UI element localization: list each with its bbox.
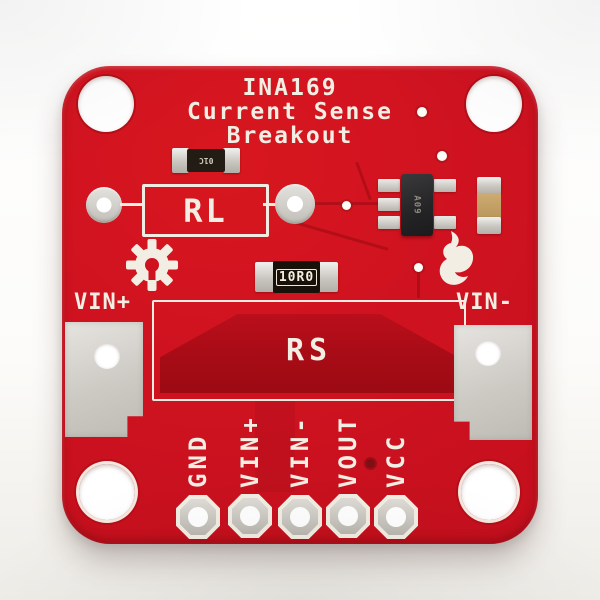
resistor-end-cap xyxy=(317,262,338,292)
rs-outline-box: RS xyxy=(152,300,466,401)
copper-trace xyxy=(417,266,420,298)
copper-trace xyxy=(355,161,372,201)
via-dot-dark xyxy=(366,459,375,468)
silkscreen-wire xyxy=(263,203,277,206)
mounting-hole-top-left xyxy=(78,76,134,132)
pin-label-vout: VOUT xyxy=(334,414,362,488)
via-dot xyxy=(417,107,427,117)
silkscreen-wire xyxy=(120,203,144,206)
edge-pad-vin-plus xyxy=(65,322,143,437)
through-hole-pad-rl-left xyxy=(86,187,122,223)
pin-label-gnd: GND xyxy=(184,432,212,488)
ic-pin xyxy=(378,179,400,192)
resistor-end-cap xyxy=(172,148,189,173)
board-title-line3: Breakout xyxy=(226,123,354,149)
mounting-hole-bottom-right xyxy=(461,464,517,520)
board-title: INA169 Current Sense Breakout xyxy=(52,76,528,148)
resistor-marking: 01C xyxy=(198,156,214,165)
ic-pin xyxy=(378,216,400,229)
ic-body: A09 xyxy=(401,174,433,236)
via-dot xyxy=(437,151,447,161)
gear-icon xyxy=(126,239,178,291)
flame-icon xyxy=(439,231,474,285)
ic-marking: A09 xyxy=(411,195,422,215)
vin-plus-label: VIN+ xyxy=(74,290,131,315)
resistor-body: 10R0 xyxy=(273,261,320,293)
via-dot xyxy=(342,201,351,210)
pin-label-vcc: VCC xyxy=(382,432,410,488)
pin-label-vin-minus: VIN- xyxy=(286,414,314,488)
resistor-marking: 10R0 xyxy=(275,268,318,286)
rl-label: RL xyxy=(183,191,228,230)
through-hole-pad-rl-right xyxy=(275,184,315,224)
pcb-board: INA169 Current Sense Breakout 01C RL A09 xyxy=(62,66,538,544)
capacitor-body xyxy=(477,193,501,218)
capacitor-end-cap xyxy=(477,217,501,234)
copper-trace xyxy=(291,220,389,251)
resistor-end-cap xyxy=(255,262,276,292)
pin-label-vin-plus: VIN+ xyxy=(236,414,264,488)
edge-pad-vin-minus xyxy=(454,325,532,440)
ic-pin xyxy=(378,198,400,211)
board-title-line1: INA169 xyxy=(242,75,338,101)
copper-pour-shade xyxy=(255,400,295,492)
resistor-body: 01C xyxy=(187,149,225,172)
mounting-hole-top-right xyxy=(466,76,522,132)
rs-label: RS xyxy=(285,333,333,368)
resistor-end-cap xyxy=(223,148,240,173)
ic-pin xyxy=(434,216,456,229)
via-dot xyxy=(414,263,423,272)
board-title-line2: Current Sense xyxy=(186,99,393,125)
ic-pin xyxy=(434,179,456,192)
capacitor-end-cap xyxy=(477,177,501,194)
rl-outline-box: RL xyxy=(142,184,269,237)
mounting-hole-bottom-left xyxy=(79,464,135,520)
